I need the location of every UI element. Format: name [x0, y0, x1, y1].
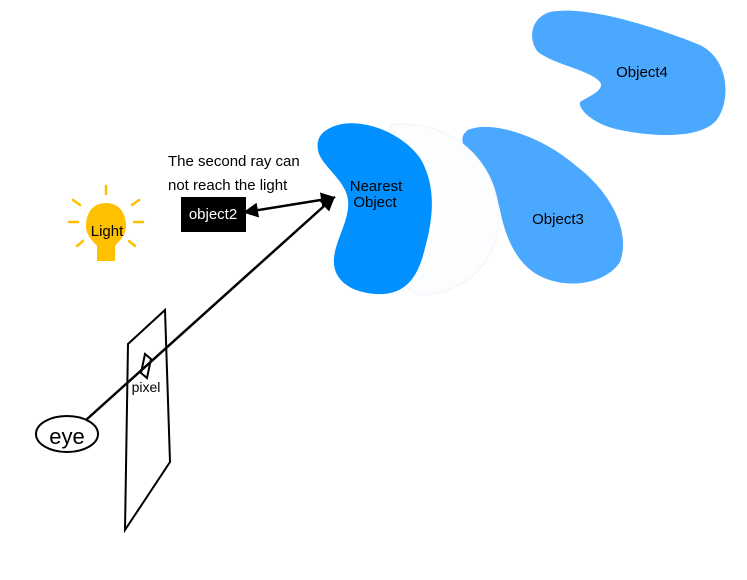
primary-ray [85, 195, 336, 421]
object2-box [181, 197, 246, 232]
object4-shape [532, 10, 726, 135]
nearest-object-label-line1: Nearest [350, 178, 403, 195]
light-label: Light [91, 223, 124, 240]
object2-label: object2 [189, 206, 237, 223]
pixel-square [139, 352, 153, 380]
secondary-ray [243, 192, 336, 218]
object4-label: Object4 [616, 64, 668, 81]
light-bulb-icon [67, 184, 145, 261]
image-plane [123, 307, 172, 534]
object3-shape [462, 126, 623, 284]
note-line2: not reach the light [168, 177, 288, 194]
pixel-label: pixel [132, 379, 161, 395]
eye-label: eye [49, 424, 84, 449]
note-line1: The second ray can [168, 153, 300, 170]
nearest-object-label-line2: Object [353, 194, 397, 211]
nearest-object-shape [317, 123, 432, 295]
eye-ellipse [35, 415, 99, 453]
object3-label: Object3 [532, 211, 584, 228]
